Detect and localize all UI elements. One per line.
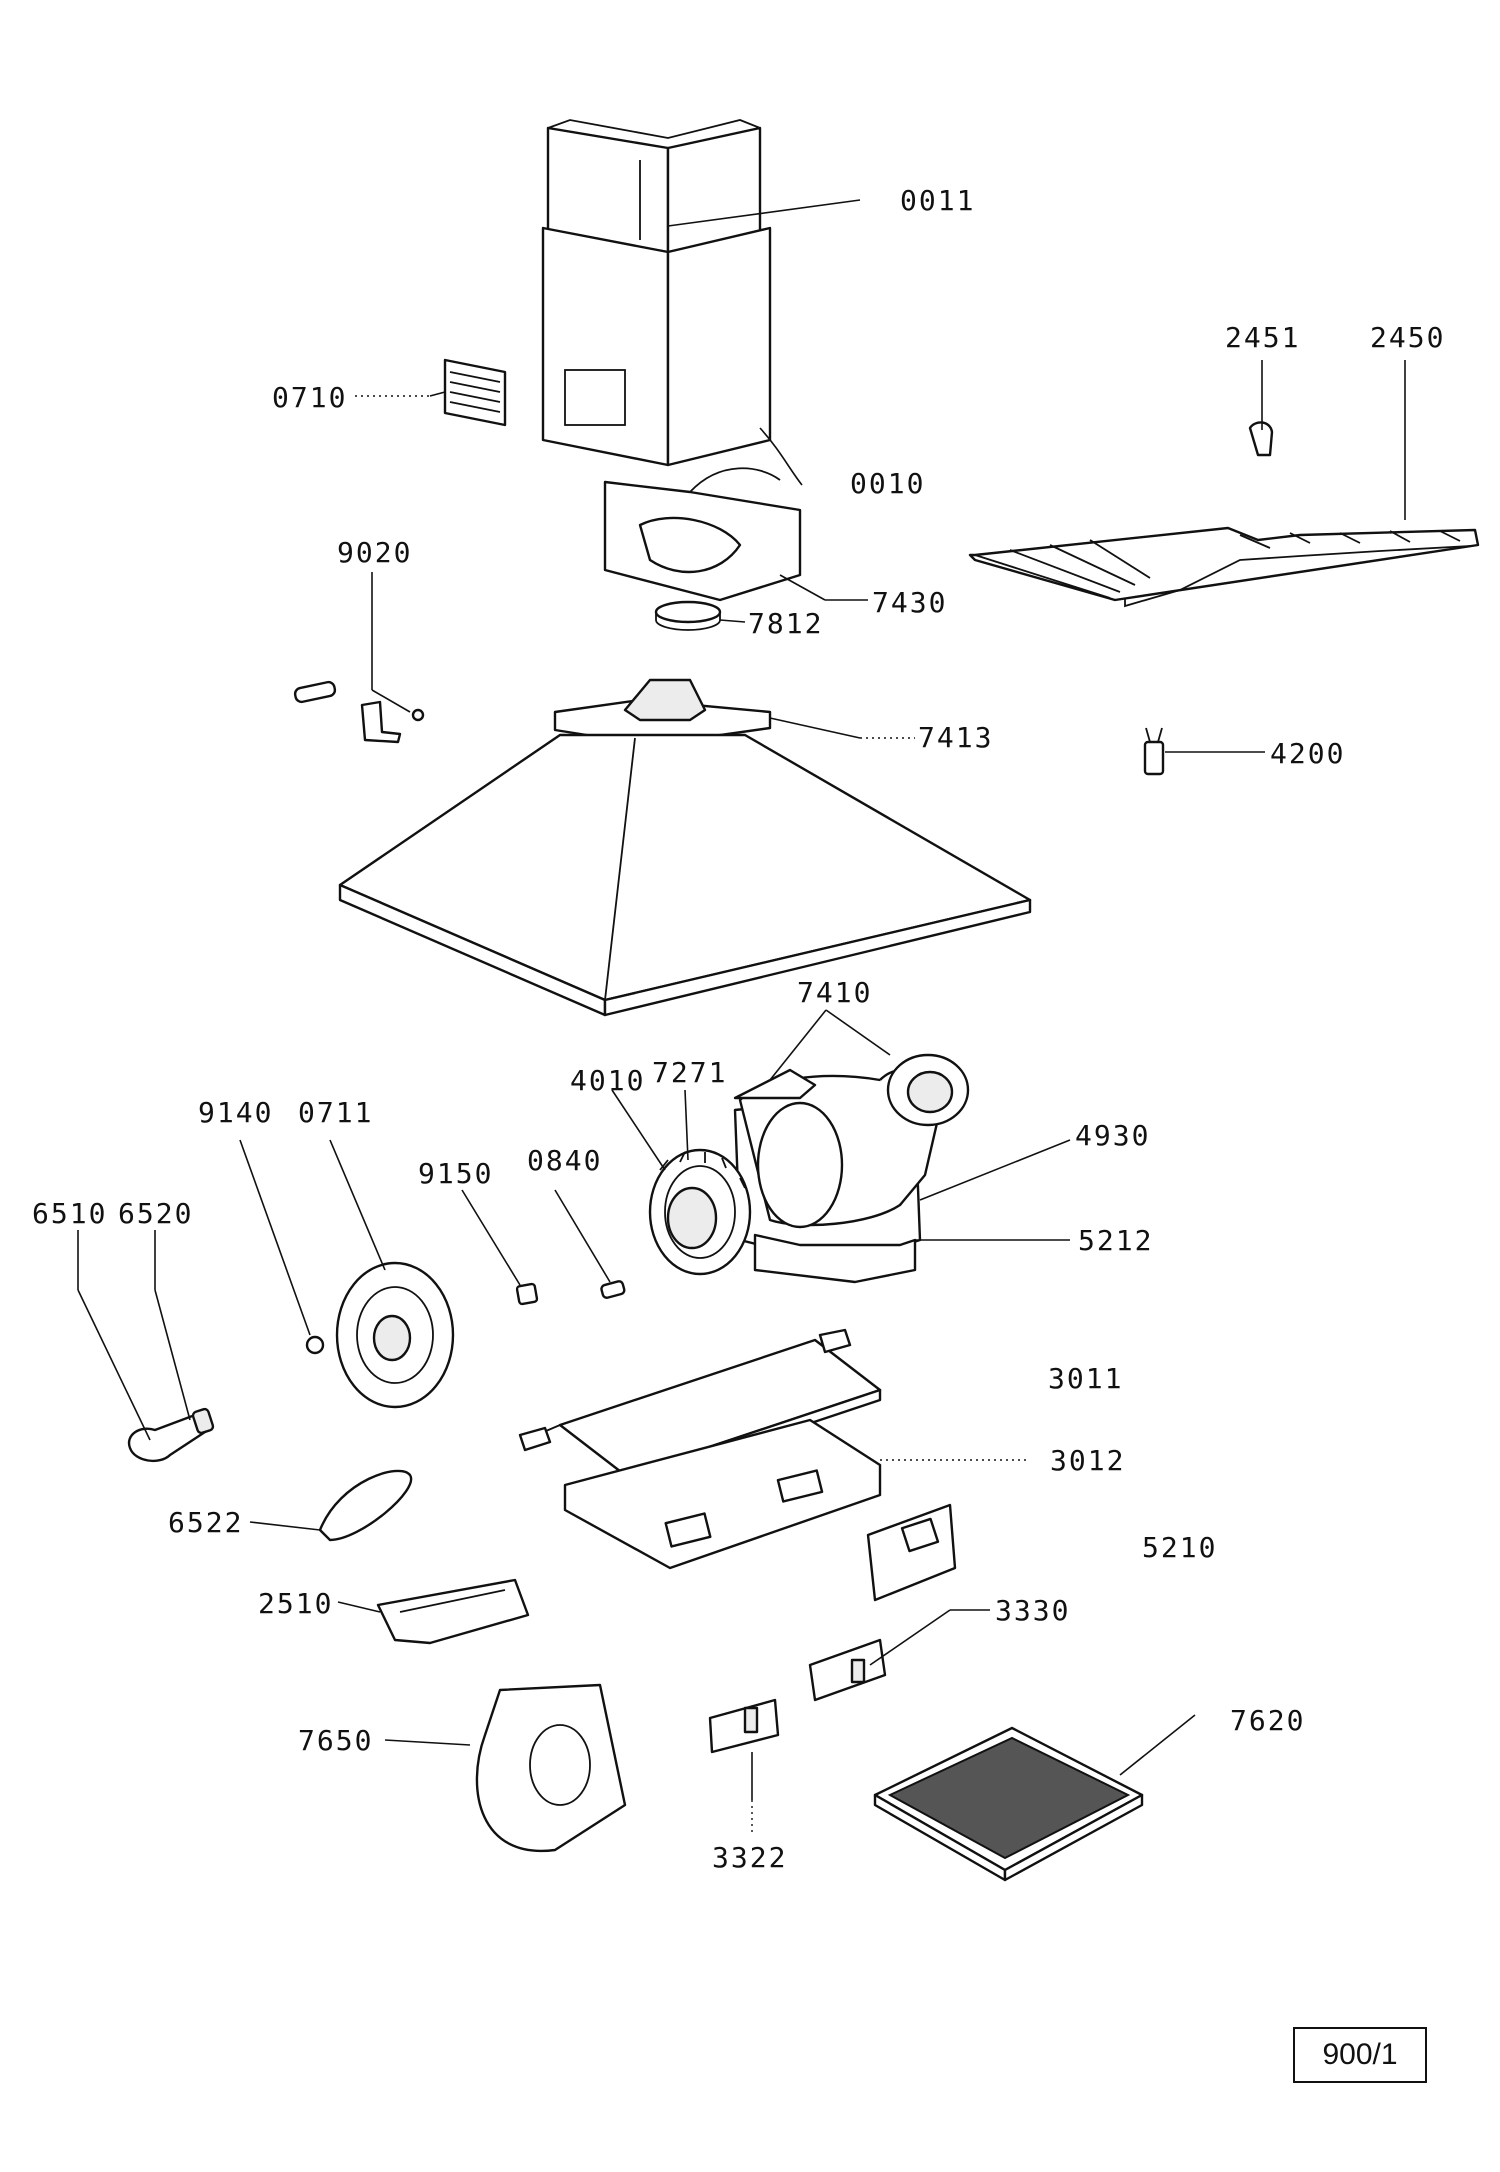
charcoal-filter[interactable] — [873, 1726, 1144, 1882]
capacitor[interactable] — [1143, 727, 1165, 776]
chimney-cover-lower[interactable] — [541, 226, 772, 467]
label-4930: 4930 — [1075, 1119, 1150, 1152]
knob-spacer[interactable] — [305, 1335, 325, 1355]
screw-fitting[interactable] — [600, 1280, 626, 1299]
label-7271: 7271 — [652, 1056, 727, 1089]
label-3011: 3011 — [1048, 1362, 1123, 1395]
filter-clip[interactable] — [1248, 421, 1274, 457]
part-number-labels: 0011 0710 0010 2451 2450 9020 7430 7812 … — [32, 184, 1445, 1874]
lamp-cover[interactable] — [376, 1578, 530, 1645]
label-7430: 7430 — [872, 586, 947, 619]
label-0710: 0710 — [272, 381, 347, 414]
grease-filter-rack[interactable] — [968, 526, 1480, 608]
sealing-ring[interactable] — [654, 600, 722, 631]
label-5212: 5212 — [1078, 1224, 1153, 1257]
blower-housing[interactable] — [733, 1068, 942, 1267]
label-3322: 3322 — [712, 1841, 787, 1874]
blower-cover[interactable] — [475, 1683, 627, 1853]
vent-grille[interactable] — [443, 358, 507, 427]
bottom-panel[interactable] — [563, 1418, 882, 1570]
backflow-flap-valve[interactable] — [603, 467, 802, 602]
label-7650: 7650 — [298, 1724, 373, 1757]
slider-switch-3322[interactable] — [708, 1698, 780, 1754]
label-2510: 2510 — [258, 1587, 333, 1620]
label-7812: 7812 — [748, 607, 823, 640]
label-4010: 4010 — [570, 1064, 645, 1097]
slider-switch-3330[interactable] — [808, 1638, 887, 1702]
label-4200: 4200 — [1270, 737, 1345, 770]
page-reference-box: 900/1 — [1293, 2027, 1427, 2083]
label-9140: 9140 — [198, 1096, 273, 1129]
label-0840: 0840 — [527, 1144, 602, 1177]
label-3330: 3330 — [995, 1594, 1070, 1627]
leader-lines — [77, 199, 1406, 1835]
fan-impeller[interactable] — [648, 1148, 752, 1276]
motor-base[interactable] — [753, 1233, 917, 1284]
label-6510: 6510 — [32, 1197, 107, 1230]
label-9020: 9020 — [337, 536, 412, 569]
hood-canopy[interactable] — [338, 678, 1032, 1017]
label-0011: 0011 — [900, 184, 975, 217]
lamp-reflector[interactable] — [335, 1261, 455, 1409]
switch-plate[interactable] — [866, 1503, 957, 1602]
label-6520: 6520 — [118, 1197, 193, 1230]
label-2451: 2451 — [1225, 321, 1300, 354]
label-0711: 0711 — [298, 1096, 373, 1129]
label-2450: 2450 — [1370, 321, 1445, 354]
motor-end-cap[interactable] — [886, 1053, 970, 1127]
wall-mount-bracket[interactable] — [293, 680, 425, 744]
lamp-lens-gasket[interactable] — [318, 1469, 413, 1542]
label-7410: 7410 — [797, 976, 872, 1009]
label-5210: 5210 — [1142, 1531, 1217, 1564]
halogen-lamp-bulb[interactable] — [127, 1407, 215, 1463]
chimney-cover-upper[interactable] — [546, 119, 762, 254]
label-6522: 6522 — [168, 1506, 243, 1539]
label-3012: 3012 — [1050, 1444, 1125, 1477]
label-0010: 0010 — [850, 467, 925, 500]
nut-fitting[interactable] — [515, 1282, 539, 1306]
label-7413: 7413 — [918, 721, 993, 754]
label-9150: 9150 — [418, 1157, 493, 1190]
label-7620: 7620 — [1230, 1704, 1305, 1737]
